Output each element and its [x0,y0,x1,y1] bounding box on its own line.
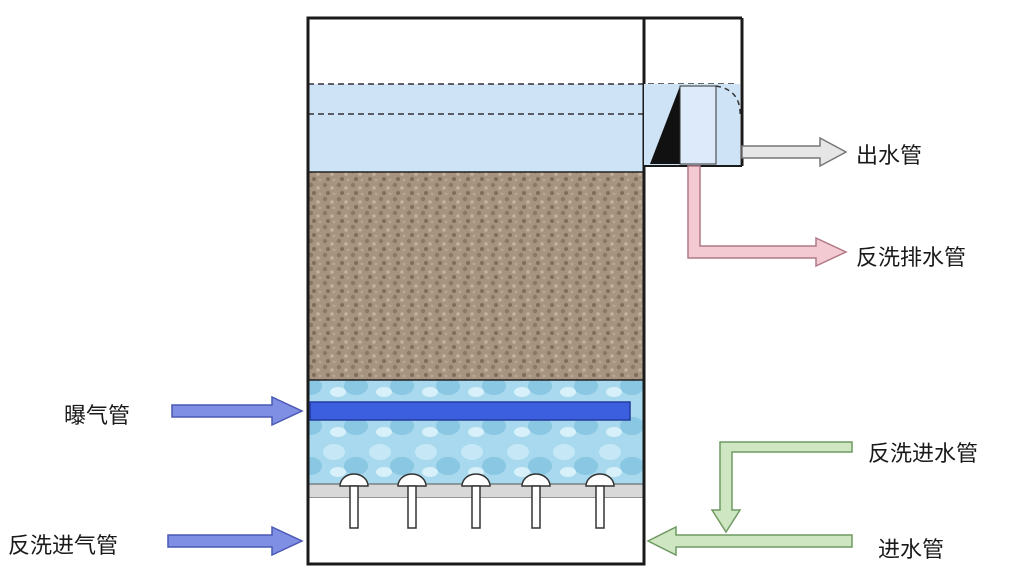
support-gravel-layer [308,380,644,484]
backwash-drain-arrow [687,165,848,268]
filter-nozzle [339,473,369,529]
water-inlet-arrow [646,525,853,557]
filter-tank [306,16,738,566]
backwash-air-inlet-pipe-label: 反洗进气管 [8,534,119,559]
outlet-pipe-label: 出水管 [856,144,923,169]
backwash-water-inlet-arrow [710,441,853,534]
outlet-channel [644,16,744,167]
tank-wall [306,16,646,566]
clear-water-zone [308,84,644,172]
filter-nozzle [521,473,551,529]
outlet-arrow [741,136,848,168]
aeration-pipe-label: 曝气管 [64,404,131,429]
filter-nozzle [461,473,491,529]
backwash-water-inlet-pipe-label: 反洗进水管 [868,442,979,467]
backwash-drain-pipe-label: 反洗排水管 [856,246,967,271]
filter-media-layer [308,172,644,380]
water-inlet-pipe-label: 进水管 [878,538,945,563]
aeration-arrow [171,395,304,427]
backwash-air-inlet-arrow [167,525,304,557]
aeration-pipe-bar [309,401,631,421]
filter-nozzle [397,473,427,529]
outlet-weir [650,86,680,164]
filter-nozzle [585,473,615,529]
filter-nozzles [339,473,615,529]
